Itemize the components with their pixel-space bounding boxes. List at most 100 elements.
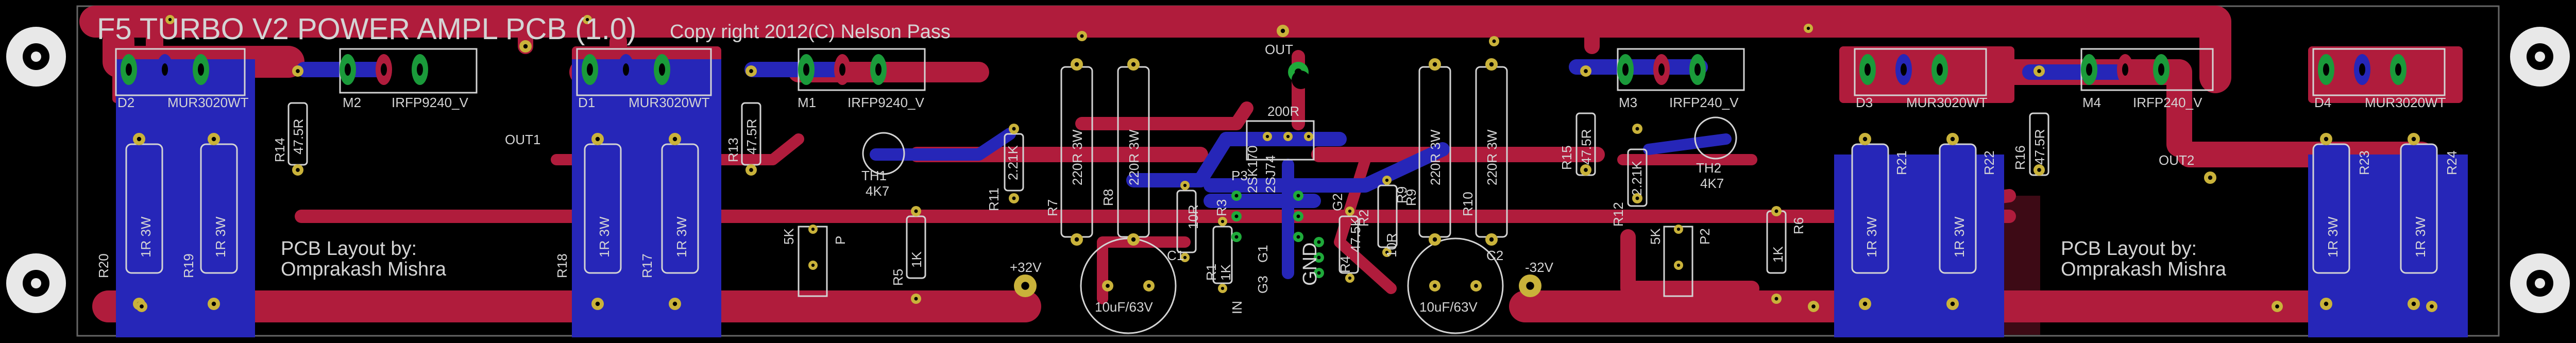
- pad-hole: [2323, 63, 2329, 76]
- pad-hole: [1131, 62, 1136, 67]
- pad-hole: [381, 63, 387, 76]
- label-M1-val: IRFP9240_V: [848, 95, 925, 110]
- pad-hole: [1489, 62, 1494, 67]
- label-M3-val: IRFP240_V: [1669, 95, 1739, 110]
- label-TH2-val: 4K7: [1700, 176, 1724, 191]
- silkscreen-text: F5 TURBO V2 POWER AMPL PCB (1.0) Copy ri…: [96, 12, 2460, 315]
- pad-hole: [211, 301, 216, 306]
- label-R9-small: R9: [1394, 186, 1410, 203]
- label-R11: R11: [986, 187, 1002, 211]
- label-R2: R2: [1356, 210, 1371, 227]
- pad-hole: [126, 63, 132, 76]
- label-R18: R18: [554, 253, 570, 278]
- label-M3: M3: [1619, 95, 1637, 110]
- net-vneg-label: -32V: [1525, 260, 1554, 275]
- pad-hole: [1806, 26, 1810, 30]
- label-D4: D4: [2314, 95, 2331, 110]
- pad-hole: [965, 184, 972, 192]
- label-R4: R4: [1337, 256, 1353, 273]
- pad-hole: [1021, 282, 1029, 290]
- pad-hole: [1385, 250, 1389, 254]
- label-Q2: 2SJ74: [1263, 155, 1278, 193]
- label-R17: R17: [639, 253, 655, 278]
- label-M4: M4: [2082, 95, 2101, 110]
- mounting-hole-bottom-right: [2510, 253, 2570, 313]
- pad-hole: [1296, 214, 1300, 218]
- label-D3: D3: [1856, 95, 1873, 110]
- pad-hole: [1147, 284, 1151, 288]
- label-R22-val: 1R 3W: [1952, 216, 1967, 258]
- pad-hole: [672, 301, 677, 306]
- pad-hole: [811, 227, 815, 231]
- pad-hole: [749, 168, 753, 172]
- label-200R: 200R: [1267, 104, 1299, 119]
- label-R16: R16: [2012, 145, 2028, 170]
- pad-hole: [137, 136, 142, 142]
- pad-hole: [811, 263, 815, 267]
- pad-hole: [587, 63, 593, 76]
- pad-hole: [140, 304, 144, 308]
- layout-credit-right-2: Omprakash Mishra: [2061, 259, 2227, 280]
- pad-hole: [2411, 301, 2416, 306]
- label-R24: R24: [2444, 150, 2460, 175]
- label-R14: R14: [272, 138, 287, 162]
- pad-hole: [1296, 194, 1300, 198]
- label-R7-val: 220R 3W: [1070, 129, 1085, 185]
- label-P2-val: 5K: [1648, 228, 1663, 245]
- pad-hole: [1221, 219, 1225, 224]
- pad-hole: [1676, 227, 1681, 231]
- pad-hole: [2359, 63, 2365, 76]
- pads: [121, 15, 2437, 312]
- label-TH1-val: 4K7: [866, 183, 889, 199]
- pad-hole: [1433, 284, 1437, 288]
- label-R20-val: 1R 3W: [138, 216, 154, 258]
- pad-hole: [1901, 63, 1907, 76]
- label-D1: D1: [578, 95, 595, 110]
- pad-hole: [1950, 301, 1955, 306]
- pad-hole: [1307, 134, 1311, 139]
- label-R19-val: 1R 3W: [213, 216, 228, 258]
- label-R22: R22: [1981, 150, 1997, 175]
- pad-hole: [1862, 136, 1868, 142]
- pad-hole: [1584, 69, 1588, 73]
- pad-hole: [659, 63, 665, 76]
- label-G1: G1: [1255, 245, 1270, 263]
- board-title: F5 TURBO V2 POWER AMPL PCB (1.0): [97, 12, 636, 46]
- label-R7: R7: [1045, 199, 1060, 216]
- pad-hole: [595, 136, 600, 142]
- label-M2-val: IRFP9240_V: [392, 95, 469, 110]
- pad-hole: [1296, 235, 1300, 239]
- resistor-R24: [2400, 143, 2438, 274]
- label-R10: R10: [1460, 192, 1476, 216]
- pad-hole: [2037, 69, 2041, 73]
- pad-hole: [2324, 136, 2329, 142]
- pad-hole: [1432, 237, 1437, 242]
- pad-hole: [1635, 196, 1639, 200]
- power-resistors: [125, 143, 2438, 274]
- pad-hole: [211, 136, 216, 142]
- label-R14-val: 47.5R: [291, 119, 306, 155]
- pad-hole: [1234, 214, 1239, 218]
- pad-hole: [2430, 304, 2434, 308]
- pad-hole: [1635, 127, 1639, 131]
- resistor-R18: [584, 143, 622, 274]
- pad-hole: [1348, 209, 1352, 213]
- pad-hole: [1811, 304, 1816, 308]
- pad-hole: [1234, 235, 1239, 239]
- label-TH2: TH2: [1696, 160, 1721, 176]
- thermistors: [862, 116, 1737, 175]
- pad-hole: [198, 63, 204, 76]
- label-R19: R19: [181, 253, 196, 278]
- board-copyright: Copy right 2012(C) Nelson Pass: [670, 21, 951, 43]
- pad-hole: [2275, 304, 2279, 308]
- pad-hole: [1694, 63, 1701, 76]
- pad-hole: [1545, 184, 1552, 192]
- resistor-R19: [200, 143, 238, 274]
- label-IN: IN: [1229, 301, 1245, 314]
- label-R24-val: 1R 3W: [2413, 216, 2428, 258]
- pad-hole: [2122, 63, 2128, 76]
- label-R8: R8: [1100, 189, 1116, 206]
- pad-hole: [1526, 282, 1534, 290]
- pad-hole: [523, 44, 528, 49]
- pad-hole: [672, 136, 677, 142]
